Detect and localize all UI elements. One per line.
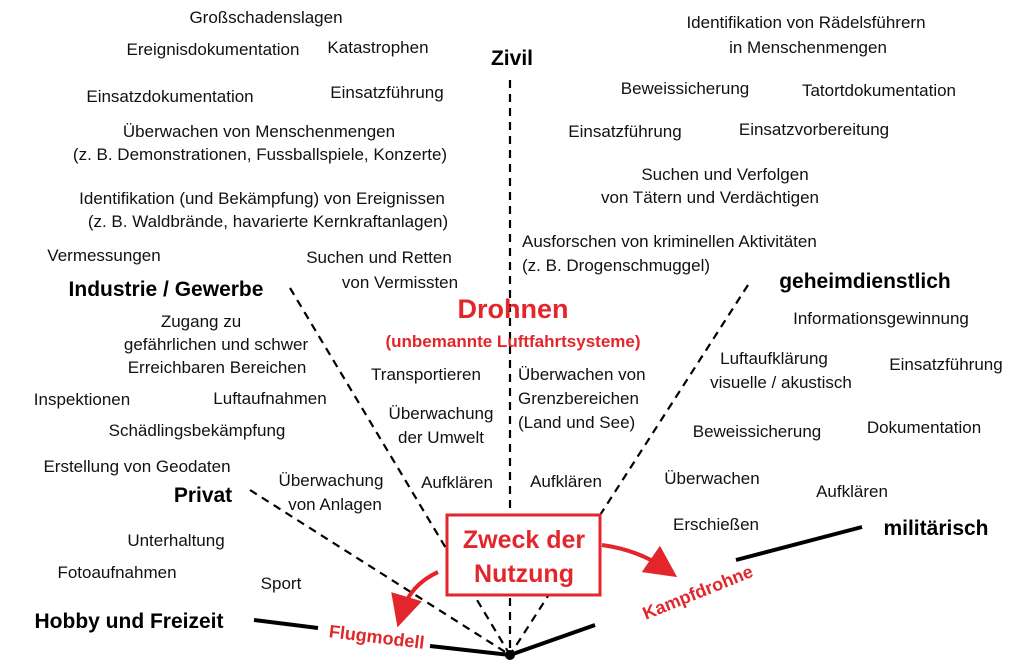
item: Suchen und Verfolgen [641, 165, 808, 184]
item: Luftaufklärung [720, 349, 828, 368]
item: von Anlagen [288, 495, 382, 514]
item: gefährlichen und schwer [124, 335, 309, 354]
item: Großschadenslagen [189, 8, 342, 27]
arrow-left-icon [391, 570, 439, 628]
hobby-axis-2 [429, 644, 511, 657]
category-militaer: militärisch [883, 517, 988, 540]
item: Identifikation von Rädelsführern [686, 13, 925, 32]
item: Ereignisdokumentation [127, 40, 300, 59]
militaer-items: Überwachen Aufklären Erschießen [664, 469, 888, 534]
item: (z. B. Drogenschmuggel) [522, 256, 710, 275]
item: Einsatzführung [889, 355, 1002, 374]
item: Erreichbaren Bereichen [128, 358, 307, 377]
privat-axis [249, 489, 511, 656]
item: (z. B. Demonstrationen, Fussballspiele, … [73, 145, 447, 164]
item: Aufklären [816, 482, 888, 501]
item: Grenzbereichen [518, 389, 639, 408]
item: in Menschenmengen [729, 38, 887, 57]
arrow-right-icon [601, 543, 678, 578]
diagram-title: Drohnen [458, 294, 569, 324]
item: Schädlingsbekämpfung [109, 421, 286, 440]
zivil-right-items: Identifikation von Rädelsführern in Mens… [522, 13, 956, 275]
solid-lines [253, 525, 863, 657]
militaer-axis [509, 623, 596, 657]
item: Überwachung [279, 471, 384, 490]
item: Katastrophen [327, 38, 428, 57]
diagram-subtitle: (unbemannte Luftfahrtsysteme) [385, 332, 640, 351]
item: Beweissicherung [621, 79, 750, 98]
origin-dot [505, 650, 515, 660]
item: (z. B. Waldbrände, havarierte Kernkrafta… [88, 212, 448, 231]
item: (Land und See) [518, 413, 635, 432]
item: Unterhaltung [127, 531, 224, 550]
item: Zugang zu [161, 312, 241, 331]
item: Transportieren [371, 365, 481, 384]
purpose-line1: Zweck der [463, 526, 586, 554]
purpose-box [445, 513, 602, 597]
item: Überwachen [664, 469, 759, 488]
item: Tatortdokumentation [802, 81, 956, 100]
militaer-axis-2 [735, 525, 863, 562]
purpose-line2: Nutzung [474, 560, 574, 588]
item: Suchen und Retten [306, 248, 452, 267]
item: Beweissicherung [693, 422, 822, 441]
item: visuelle / akustisch [710, 373, 852, 392]
item: Ausforschen von kriminellen Aktivitäten [522, 232, 817, 251]
item: Einsatzführung [568, 122, 681, 141]
geheim-items: Informationsgewinnung Überwachen von Gre… [518, 309, 1003, 491]
item: Aufklären [530, 472, 602, 491]
category-zivil: Zivil [491, 47, 533, 70]
item: Aufklären [421, 473, 493, 492]
kampfdrohne-label: Kampfdrohne [640, 561, 756, 623]
item: von Vermissten [342, 273, 458, 292]
item: Inspektionen [34, 390, 130, 409]
item: Fotoaufnahmen [57, 563, 176, 582]
privat-items: Unterhaltung Fotoaufnahmen Sport [57, 531, 301, 593]
category-privat: Privat [174, 484, 232, 507]
item: Identifikation (und Bekämpfung) von Erei… [79, 189, 445, 208]
item: Vermessungen [47, 246, 160, 265]
category-industrie: Industrie / Gewerbe [69, 278, 264, 301]
flugmodell-label: Flugmodell [328, 621, 426, 653]
item: Sport [261, 574, 302, 593]
item: der Umwelt [398, 428, 484, 447]
item: Luftaufnahmen [213, 389, 326, 408]
hobby-axis [253, 618, 319, 630]
item: Dokumentation [867, 418, 981, 437]
item: Einsatzführung [330, 83, 443, 102]
item: Einsatzvorbereitung [739, 120, 889, 139]
zivil-left-items: Großschadenslagen Ereignisdokumentation … [73, 8, 458, 292]
item: Informationsgewinnung [793, 309, 969, 328]
item: Einsatzdokumentation [86, 87, 253, 106]
item: von Tätern und Verdächtigen [601, 188, 819, 207]
category-hobby: Hobby und Freizeit [35, 610, 224, 633]
item: Überwachung [389, 404, 494, 423]
item: Erschießen [673, 515, 759, 534]
category-geheim: geheimdienstlich [779, 270, 951, 293]
item: Erstellung von Geodaten [43, 457, 230, 476]
industrie-items: Vermessungen Zugang zu gefährlichen und … [34, 246, 494, 514]
item: Überwachen von Menschenmengen [123, 122, 395, 141]
item: Überwachen von [518, 365, 646, 384]
